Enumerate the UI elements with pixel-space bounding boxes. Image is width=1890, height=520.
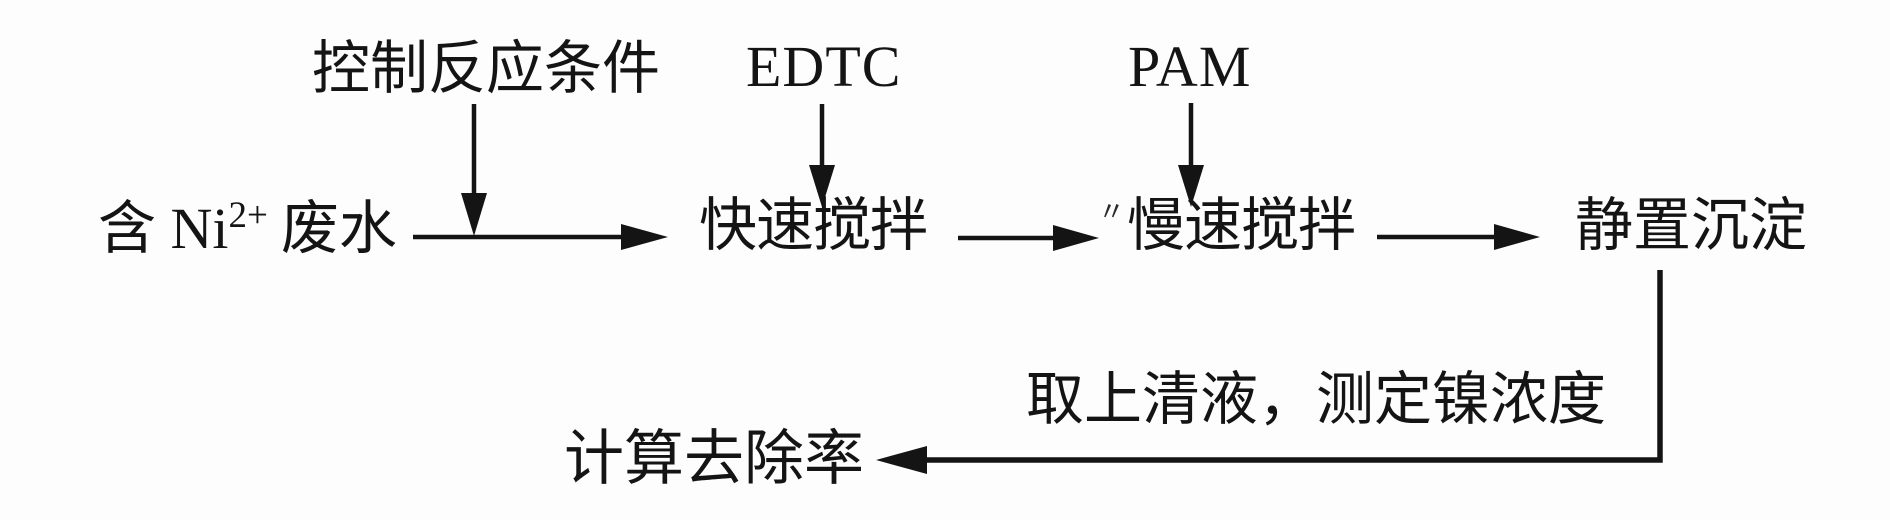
arrow-rapid-to-slow-stir xyxy=(958,225,1099,251)
node-calc-removal: 计算去除率 xyxy=(564,426,864,492)
node-wastewater-text2: 废水 xyxy=(280,196,397,261)
label-supernatant: 取上清液，测定镍浓度 xyxy=(1026,367,1607,432)
node-settling: 静置沉淀 xyxy=(1575,193,1808,258)
arrow-pam-down xyxy=(1178,103,1204,207)
label-pam: PAM xyxy=(1128,34,1252,99)
scan-artifact-mark: 〃 xyxy=(1098,197,1125,227)
node-rapid-stir: 快速搅拌 xyxy=(699,193,928,258)
arrow-control-conditions-down xyxy=(461,104,487,236)
label-edtc: EDTC xyxy=(746,34,902,99)
node-wastewater: 含 Ni2+ 废水 xyxy=(98,197,397,258)
node-wastewater-text: 含 Ni xyxy=(98,196,229,261)
arrow-slow-stir-to-settling xyxy=(1377,224,1540,250)
superscript-charge: 2+ xyxy=(228,195,268,236)
label-control-conditions: 控制反应条件 xyxy=(312,36,661,101)
arrow-edtc-down xyxy=(809,104,835,207)
node-slow-stir: 慢速搅拌 xyxy=(1127,193,1356,258)
arrow-settling-to-calc-removal xyxy=(876,270,1663,474)
arrow-wastewater-to-rapid-stir xyxy=(413,224,668,250)
